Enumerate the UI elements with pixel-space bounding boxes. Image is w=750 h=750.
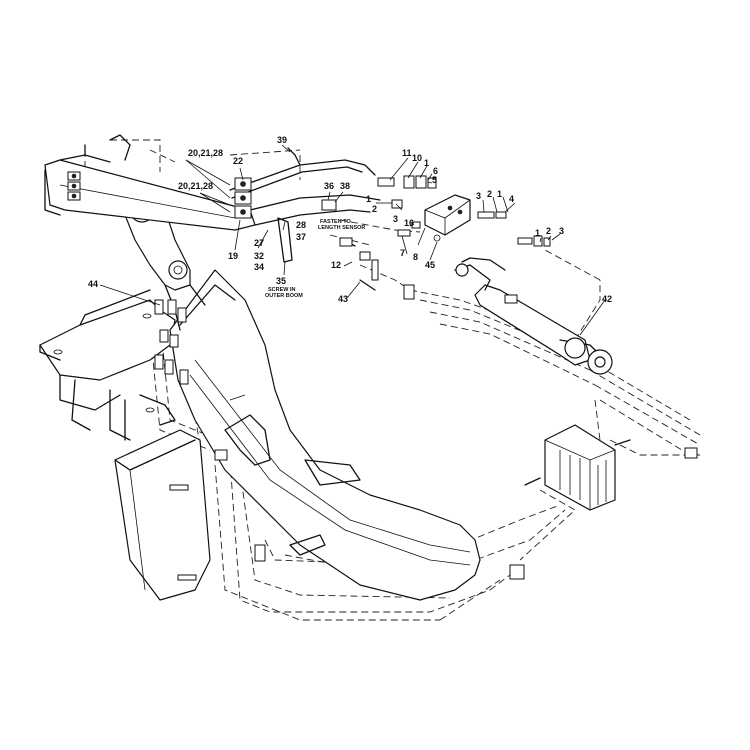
note-fasten-line1: FASTEN TO: [320, 219, 351, 225]
callout-11: 11: [402, 148, 412, 158]
hose-39-bundle: [229, 147, 376, 199]
callout-3-a: 3: [393, 214, 398, 224]
callout-45: 45: [425, 260, 435, 270]
callout-34: 34: [254, 262, 264, 272]
callout-16: 16: [404, 218, 414, 228]
mount-brackets: [214, 284, 698, 580]
callout-2-c: 2: [546, 226, 551, 236]
boom-end-fittings: [67, 171, 81, 201]
manifold-block: [424, 194, 471, 242]
control-valve-bank: [524, 424, 631, 511]
callout-7: 7: [400, 248, 405, 258]
callout-28: 28: [296, 220, 306, 230]
callout-leader-lines: [99, 144, 606, 336]
chassis-frame: [39, 289, 176, 441]
callout-39: 39: [277, 135, 287, 145]
callout-3-c: 3: [559, 226, 564, 236]
valve-block-group: [234, 177, 293, 263]
callout-42: 42: [602, 294, 612, 304]
callout-1-c: 1: [497, 189, 502, 199]
callout-1-b: 1: [366, 194, 371, 204]
note-screw-line1: SCREW IN: [268, 287, 296, 293]
callout-2-b: 2: [487, 189, 492, 199]
top-boom: [44, 134, 381, 231]
callout-20-21-28-mid: 20,21,28: [178, 181, 213, 191]
callout-36: 36: [324, 181, 334, 191]
callout-44: 44: [88, 279, 98, 289]
callout-19: 19: [228, 251, 238, 261]
note-screw-line2: OUTER BOOM: [265, 293, 303, 299]
callout-10: 10: [412, 153, 422, 163]
callout-6: 6: [433, 166, 438, 176]
callout-labels: 20,21,28 22 20,21,28 19 27 32 34 28 37 3…: [88, 135, 612, 304]
callout-22: 22: [233, 156, 243, 166]
callout-2-a: 2: [372, 204, 377, 214]
callout-1-a: 1: [424, 158, 429, 168]
side-box: [114, 429, 211, 601]
note-fasten-line2: LENGTH SENSOR: [318, 225, 365, 231]
outer-boom: [169, 269, 481, 601]
callout-32: 32: [254, 251, 264, 261]
callout-1-d: 1: [535, 228, 540, 238]
length-sensor-fittings: [321, 199, 379, 291]
chassis-fitting-cluster: [154, 299, 189, 385]
callout-37: 37: [296, 232, 306, 242]
callout-3-b: 3: [476, 191, 481, 201]
callout-27: 27: [254, 238, 264, 248]
hydraulic-cylinder: [454, 257, 613, 375]
callout-38: 38: [340, 181, 350, 191]
callout-4: 4: [509, 194, 514, 204]
callout-5: 5: [432, 175, 437, 185]
callout-12: 12: [331, 260, 341, 270]
callout-35: 35: [276, 276, 286, 286]
callout-20-21-28-top: 20,21,28: [188, 148, 223, 158]
callout-43: 43: [338, 294, 348, 304]
callout-8: 8: [413, 252, 418, 262]
